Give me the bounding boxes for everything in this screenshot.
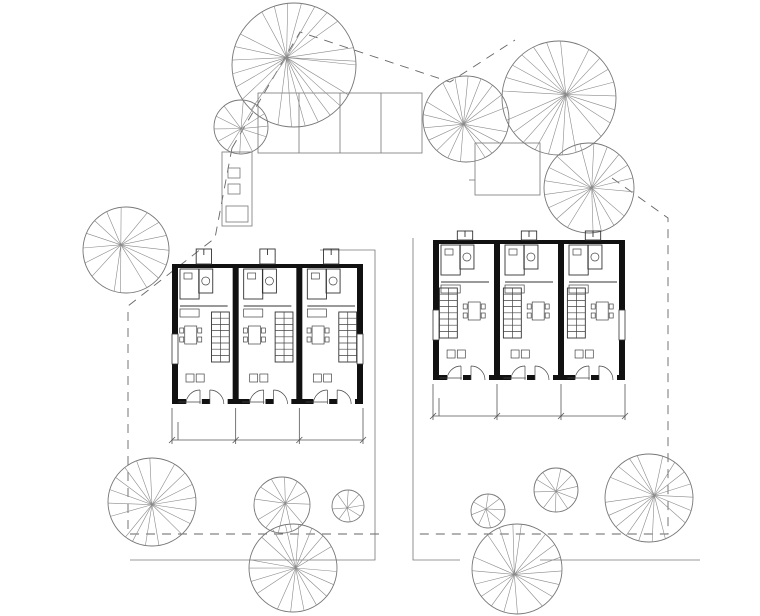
west-block-unit-2	[242, 248, 294, 405]
east-block-unit-2	[502, 230, 553, 381]
east-block-unit-1	[438, 230, 489, 381]
west-block-unit-3	[305, 248, 358, 405]
tree-3	[501, 40, 617, 156]
east-block-dimensions	[429, 384, 629, 420]
tree-12	[533, 467, 579, 513]
west-block-unit-1	[178, 248, 230, 405]
tree-14	[471, 523, 563, 615]
plot-lines	[130, 238, 700, 561]
tree-10	[248, 523, 338, 613]
property-boundary	[127, 31, 669, 535]
tree-2	[213, 99, 269, 155]
tree-6	[82, 206, 170, 294]
west-block-dimensions	[168, 408, 367, 444]
tree-4	[422, 75, 510, 163]
tree-9	[331, 489, 365, 523]
shed	[474, 142, 541, 196]
bike-shed	[221, 151, 253, 227]
tree-1	[231, 2, 357, 128]
tree-5	[543, 142, 635, 234]
tree-13	[604, 453, 694, 543]
east-building-row	[429, 230, 629, 420]
tree-11	[470, 493, 506, 529]
east-block-unit-3	[566, 230, 617, 381]
west-building-row	[168, 248, 367, 444]
tree-8	[253, 476, 311, 534]
tree-7	[107, 457, 197, 547]
parking-area	[221, 92, 541, 227]
trees	[82, 2, 694, 615]
